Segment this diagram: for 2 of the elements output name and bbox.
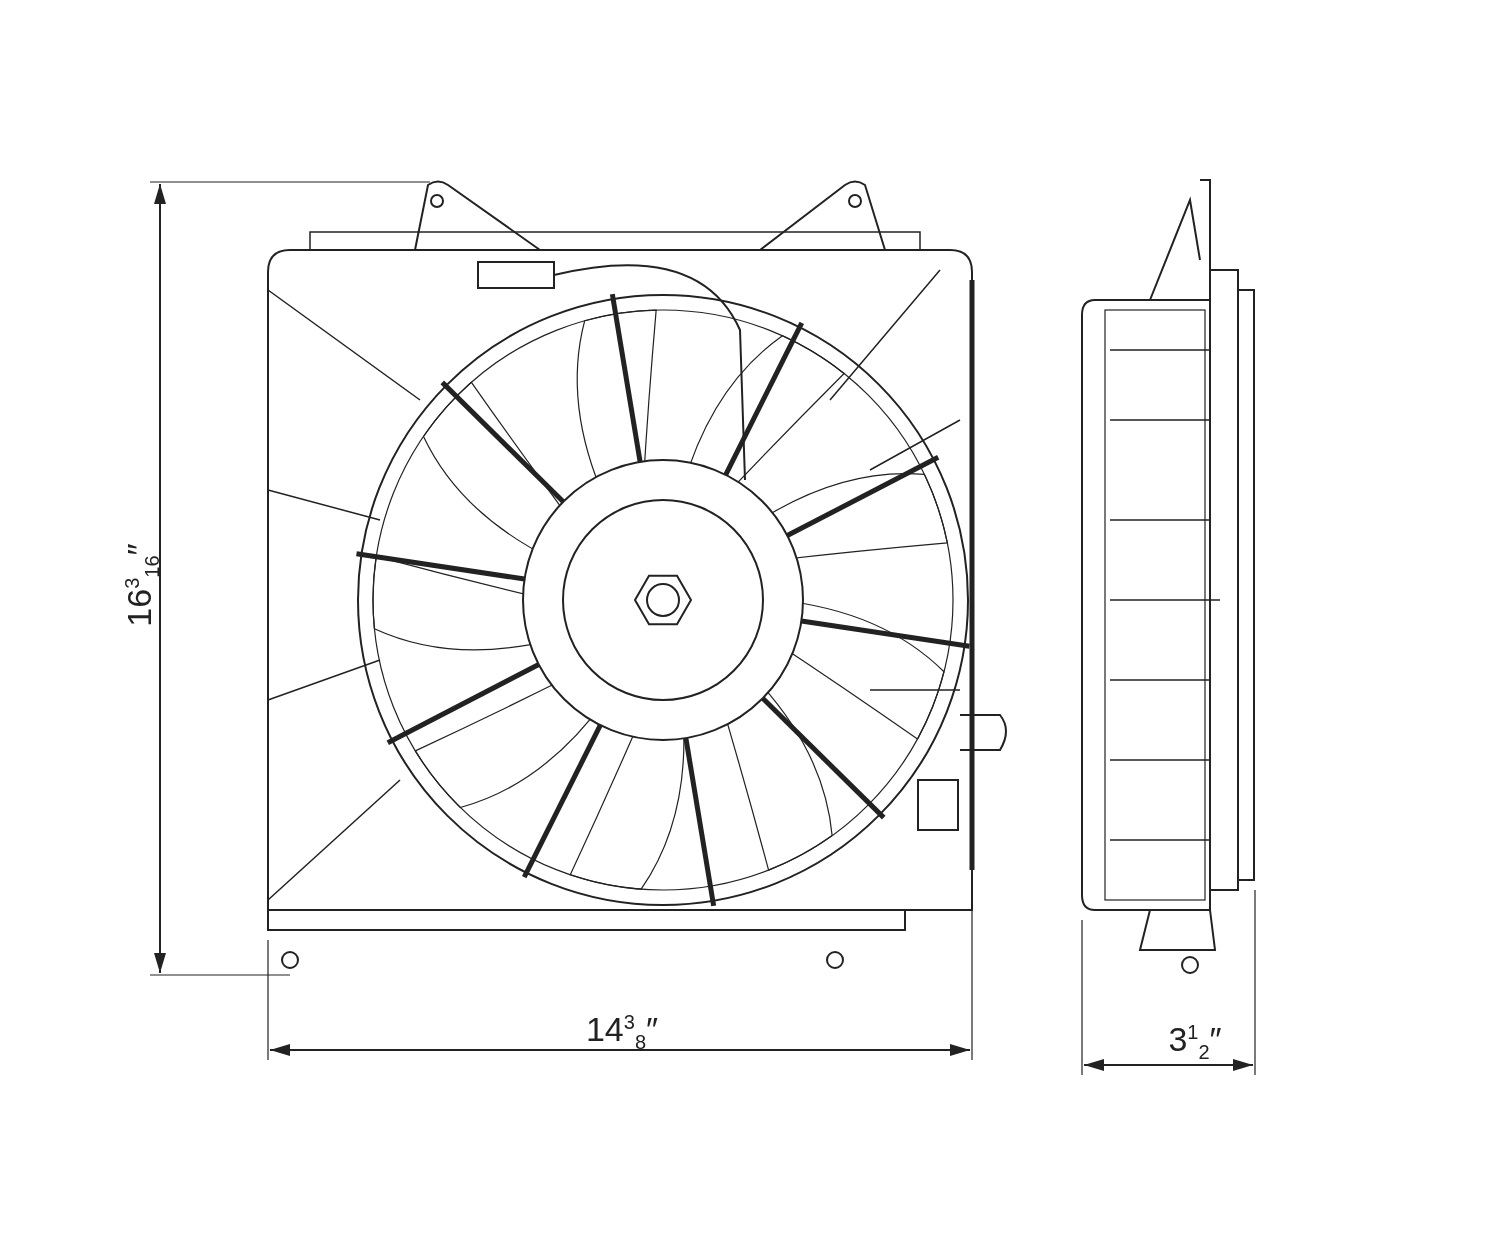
dimension-label: 3$^{1}$$_{2}$″: [1168, 1022, 1222, 1063]
dimension-label: 14$^{3}$$_{8}$″: [585, 1012, 659, 1053]
